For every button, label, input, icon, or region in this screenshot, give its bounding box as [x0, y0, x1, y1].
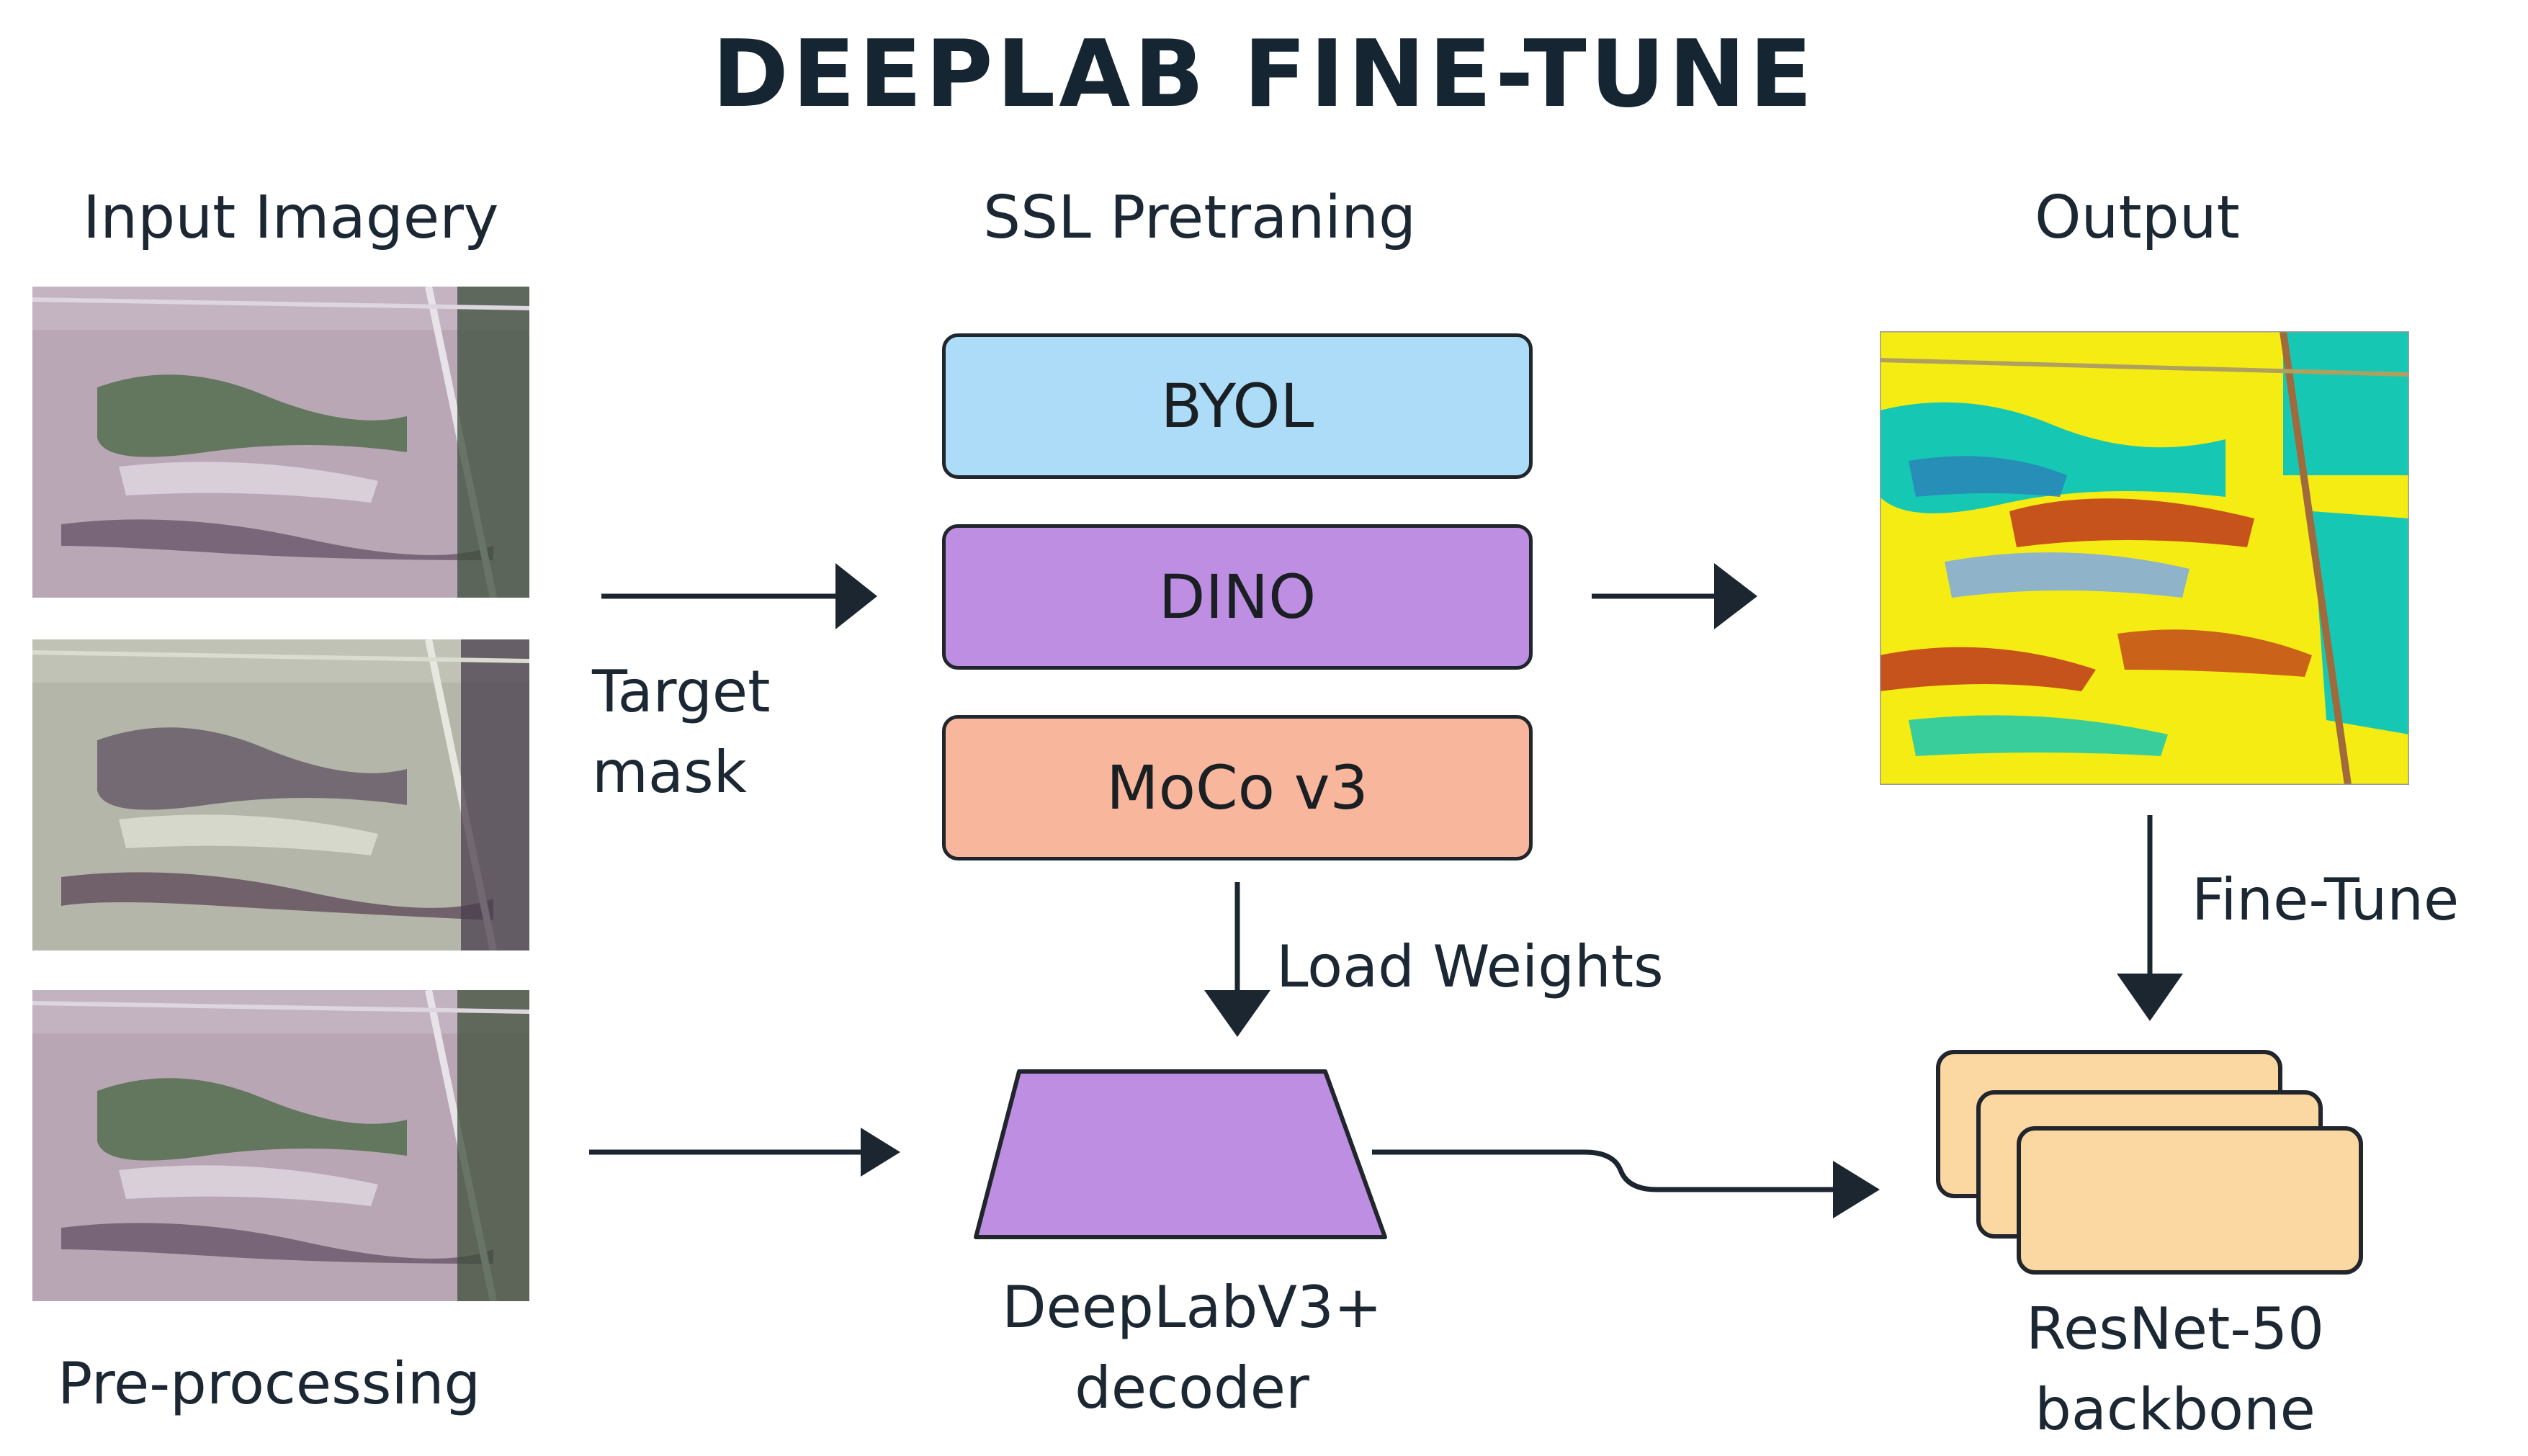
target-mask-label: Target mask — [592, 658, 771, 806]
input-image-2 — [32, 639, 529, 951]
segmentation-output-image — [1880, 331, 2409, 785]
dino-box: DINO — [942, 524, 1533, 670]
input-image-3 — [32, 990, 529, 1301]
preprocessing-label: Pre-processing — [58, 1350, 481, 1417]
input-imagery-heading: Input Imagery — [83, 184, 499, 252]
output-heading: Output — [2035, 184, 2240, 252]
fine-tune-label: Fine-Tune — [2192, 866, 2460, 933]
diagram-title: DEEPLAB FINE-TUNE — [712, 21, 1816, 128]
backbone-label: ResNet-50 backbone — [2026, 1295, 2324, 1443]
input-image-1 — [32, 287, 529, 598]
arrow-decoder-to-backbone — [1372, 1149, 1840, 1192]
decoder-shape — [974, 1069, 1387, 1239]
byol-box: BYOL — [942, 333, 1533, 479]
ssl-pretraining-heading: SSL Pretraning — [983, 184, 1417, 252]
load-weights-label: Load Weights — [1276, 933, 1664, 1000]
moco-v3-box: MoCo v3 — [942, 715, 1533, 860]
decoder-label: DeepLabV3+ decoder — [1002, 1274, 1382, 1421]
backbone-stack — [1936, 1050, 2363, 1275]
